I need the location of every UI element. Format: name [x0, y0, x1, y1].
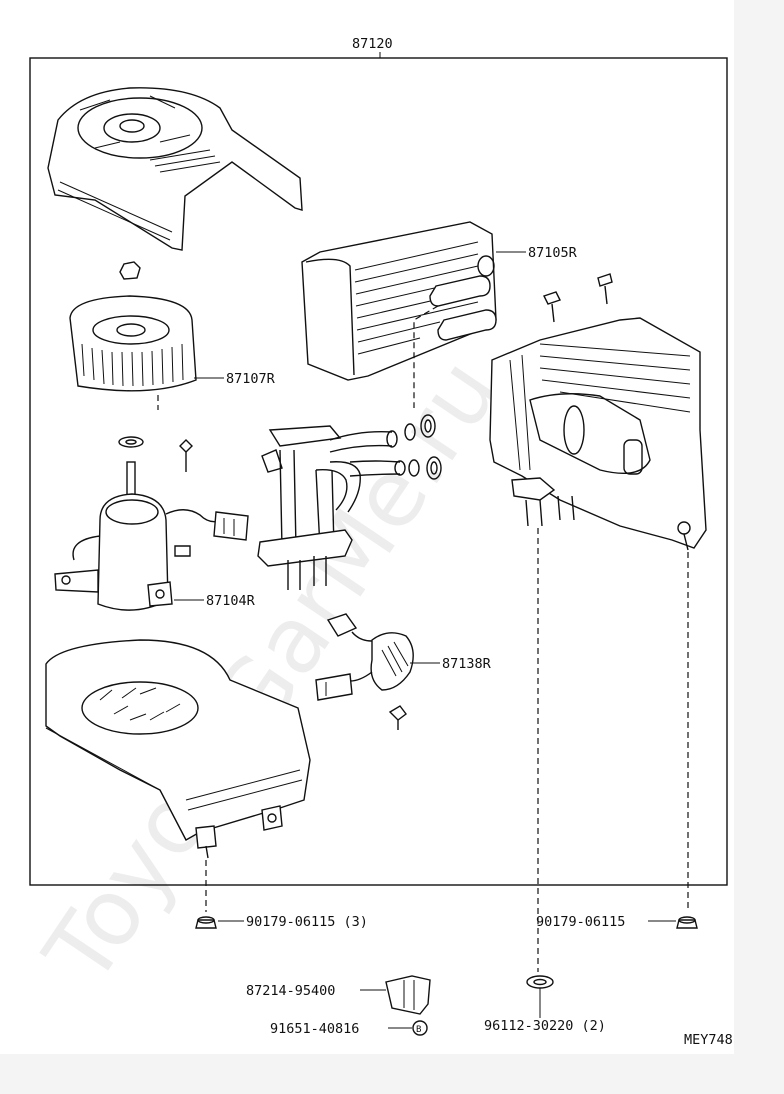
heater-pipes [257, 425, 406, 590]
part-label-87104R: 87104R [206, 593, 256, 609]
part-label-96112-30220-qty2: 96112-30220 (2) [484, 1018, 606, 1034]
part-label-87214-95400: 87214-95400 [246, 983, 335, 999]
heater-core [301, 221, 526, 408]
part-label-87138R: 87138R [442, 656, 492, 672]
nut-left [195, 916, 244, 929]
clamp [360, 975, 431, 1015]
page-right-margin [734, 0, 784, 1094]
part-label-87105R: 87107R [226, 371, 276, 387]
screw-pair [543, 273, 613, 323]
part-label-90179-06115-qty3: 90179-06115 (3) [246, 914, 368, 930]
blower-upper-cover [47, 87, 303, 251]
page-bottom-margin [0, 1054, 784, 1094]
assembly-frame [29, 57, 728, 886]
part-label-87107R: 87105R [528, 245, 578, 261]
part-label-91651-40816: 91651-40816 [270, 1021, 359, 1037]
blower-resistor [315, 613, 440, 730]
blower-fan [69, 261, 224, 410]
grommet [526, 975, 554, 1018]
nut-right [648, 916, 698, 929]
o-rings [404, 414, 442, 480]
blower-motor [54, 436, 249, 611]
bolt-B: B [388, 1020, 428, 1036]
part-label-90179-06115: 90179-06115 [536, 914, 625, 930]
drawing-code: MEY748 [684, 1032, 733, 1048]
blower-lower-case [45, 639, 311, 859]
assembly-number: 87120 [352, 36, 393, 52]
bolt-marker: B [416, 1025, 421, 1035]
heater-case [489, 317, 707, 551]
